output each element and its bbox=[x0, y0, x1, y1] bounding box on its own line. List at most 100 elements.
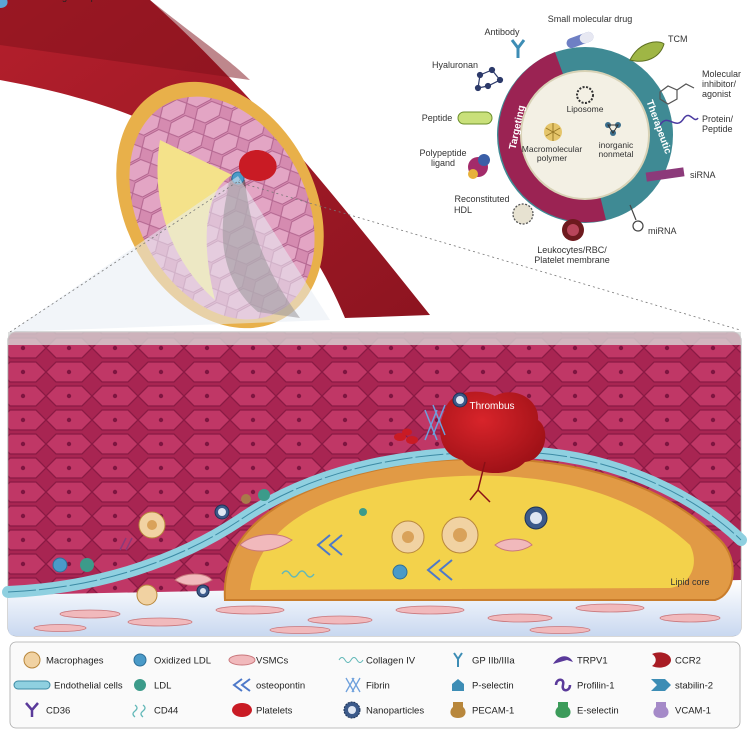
legend-item-label: CD36 bbox=[46, 706, 70, 717]
label-molecular-inhibitor-3: agonist bbox=[702, 89, 732, 99]
legend-item-label: Collagen IV bbox=[366, 656, 416, 667]
e-selectin-icon bbox=[555, 702, 571, 718]
polymer-icon bbox=[544, 123, 562, 141]
legend-item: Macrophages bbox=[23, 651, 104, 669]
vcam-icon bbox=[653, 702, 669, 718]
legend-item: PECAM-1 bbox=[450, 702, 514, 718]
lipid-core-label: Lipid core bbox=[670, 577, 709, 587]
legend-item: Oxidized LDL bbox=[133, 653, 211, 667]
hdl-icon bbox=[512, 203, 534, 225]
tcm-leaf-icon bbox=[629, 41, 665, 62]
cd36-icon bbox=[25, 702, 39, 717]
inorganic-label-2: nonmetal bbox=[599, 149, 634, 159]
macrophage-icon bbox=[23, 651, 41, 669]
molecule-icon bbox=[659, 83, 695, 105]
legend-item: P-selectin bbox=[452, 679, 514, 692]
label-molecular-inhibitor-1: Molecular bbox=[702, 69, 741, 79]
legend-item: CCR2 bbox=[652, 652, 701, 668]
legend-item-label: Oxidized LDL bbox=[154, 656, 211, 667]
label-reconstituted-hdl-1: Reconstituted bbox=[454, 194, 509, 204]
legend: Macrophages Oxidized LDL VSMCs Collagen IV G… bbox=[0, 0, 741, 729]
legend-item: LDL bbox=[134, 679, 171, 692]
label-hyaluronan: Hyaluronan bbox=[432, 60, 478, 70]
integrin-icon bbox=[0, 0, 8, 8]
gp-iib-iiia-icon bbox=[453, 652, 463, 667]
legend-item: CD44 bbox=[132, 704, 178, 718]
mirna-icon bbox=[629, 204, 644, 232]
legend-item-label: Fibrin bbox=[366, 681, 390, 692]
label-tcm: TCM bbox=[668, 34, 688, 44]
antibody-icon bbox=[510, 39, 526, 58]
inorganic-icon bbox=[605, 122, 621, 136]
liposome-icon bbox=[576, 86, 594, 104]
endothelial-cell-icon bbox=[13, 680, 51, 690]
ldl-icon bbox=[134, 679, 146, 691]
label-polypeptide-ligand-2: ligand bbox=[431, 158, 455, 168]
plaque-section: Thrombus Lipid core bbox=[2, 331, 747, 637]
label-small-molecular-drug: Small molecular drug bbox=[548, 14, 633, 24]
ring-peripheral-labels: Small molecular drug Antibody Hyaluronan… bbox=[419, 14, 741, 265]
profilin-icon bbox=[554, 678, 572, 692]
stabilin-icon bbox=[651, 679, 671, 691]
legend-item: VSMCs bbox=[228, 654, 288, 667]
p-selectin-icon bbox=[452, 679, 464, 691]
label-peptide: Peptide bbox=[422, 113, 453, 123]
label-polypeptide-ligand-1: Polypeptide bbox=[419, 148, 466, 158]
fibrin-cluster bbox=[424, 404, 446, 441]
label-molecular-inhibitor-2: inhibitor/ bbox=[702, 79, 737, 89]
legend-item: GP IIb/IIIa bbox=[453, 652, 515, 667]
legend-item: Profilin-1 bbox=[554, 678, 615, 692]
label-mirna: miRNA bbox=[648, 226, 677, 236]
legend-item-label: Profilin-1 bbox=[577, 681, 615, 692]
membrane-icon bbox=[562, 219, 584, 241]
nanoparticle-icon bbox=[343, 701, 361, 719]
label-protein-peptide-2: Peptide bbox=[702, 124, 733, 134]
legend-item: Fibrin bbox=[345, 677, 390, 693]
oxidized-ldl-icon bbox=[133, 653, 147, 667]
cd44-icon bbox=[132, 704, 146, 718]
sirna-icon bbox=[645, 167, 685, 182]
platelet-icon bbox=[232, 703, 252, 717]
macromolecular-label-2: polymer bbox=[537, 153, 567, 163]
legend-item: Integrin αvβ3 bbox=[0, 0, 101, 8]
polypeptide-ligand-icon bbox=[468, 154, 490, 179]
legend-item: E-selectin bbox=[555, 702, 619, 718]
label-antibody: Antibody bbox=[484, 27, 520, 37]
label-reconstituted-hdl-2: HDL bbox=[454, 205, 472, 215]
label-protein-peptide-1: Protein/ bbox=[702, 114, 734, 124]
osteopontin-icon bbox=[232, 678, 251, 692]
hyaluronan-icon bbox=[474, 66, 504, 92]
vsmc-icon bbox=[228, 654, 256, 666]
label-leukocytes-1: Leukocytes/RBC/ bbox=[537, 245, 607, 255]
trpv1-icon bbox=[553, 656, 573, 664]
legend-item-label: Nanoparticles bbox=[366, 706, 424, 717]
legend-item-label: VSMCs bbox=[256, 656, 288, 667]
thrombus bbox=[440, 391, 546, 474]
ccr2-icon bbox=[652, 652, 671, 668]
liposome-label: Liposome bbox=[567, 104, 604, 114]
label-leukocytes-2: Platelet membrane bbox=[534, 255, 610, 265]
legend-item: Collagen IV bbox=[338, 656, 416, 667]
legend-item: VCAM-1 bbox=[653, 702, 711, 718]
legend-item: osteopontin bbox=[232, 678, 305, 692]
fibrin-icon bbox=[345, 677, 361, 693]
legend-item-label: stabilin-2 bbox=[675, 681, 713, 692]
legend-item-label: LDL bbox=[154, 681, 171, 692]
legend-item-label: E-selectin bbox=[577, 706, 619, 717]
legend-item: stabilin-2 bbox=[651, 679, 713, 692]
pecam-icon bbox=[450, 702, 466, 718]
thrombus-label: Thrombus bbox=[469, 401, 514, 412]
legend-item: TRPV1 bbox=[553, 656, 608, 667]
legend-item: Nanoparticles bbox=[343, 701, 424, 719]
legend-item-label: Macrophages bbox=[46, 656, 104, 667]
label-sirna: siRNA bbox=[690, 170, 716, 180]
legend-item: CD36 bbox=[25, 702, 70, 717]
peptide-icon bbox=[457, 111, 493, 125]
inorganic-label-1: inorganic bbox=[599, 140, 634, 150]
legend-item-label: Platelets bbox=[256, 706, 293, 717]
legend-item-label: GP IIb/IIIa bbox=[472, 656, 515, 667]
collagen-icon bbox=[338, 657, 364, 663]
legend-item-label: CD44 bbox=[154, 706, 178, 717]
